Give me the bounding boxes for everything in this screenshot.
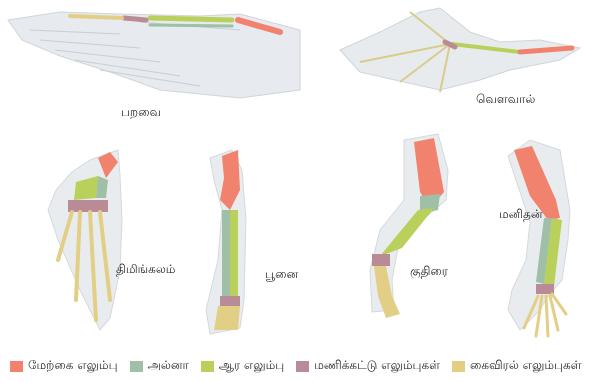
human-carpal-bones [536,284,554,294]
human-label: மனிதன் [499,207,542,223]
legend-swatch-radius [201,361,214,372]
bat-label: வௌவால் [476,92,535,108]
bird-wing [8,12,300,98]
legend-swatch-phalanges [452,361,465,372]
legend-item-humerus: மேற்கை எலும்பு [10,358,118,374]
bird-carpal-bone [124,18,146,20]
cat-ulna-bone [222,210,230,296]
human-arm [508,140,570,336]
bird-ulna-bone [150,25,232,26]
whale-carpal-bones [68,200,108,212]
whale-label: திமிங்கலம் [116,262,175,278]
legend-item-ulna: அல்னா [130,358,189,374]
legend: மேற்கை எலும்பு அல்னா ஆர எலும்பு மணிக்கட்… [10,357,600,375]
legend-label-ulna: அல்னா [148,358,189,374]
whale-flipper-outline [48,150,122,330]
bird-label: பறவை [121,105,161,121]
legend-label-humerus: மேற்கை எலும்பு [28,358,118,374]
horse-limb [370,134,448,318]
legend-swatch-humerus [10,361,23,372]
bird-radius-bone [150,18,232,20]
horse-label: குதிரை [410,264,448,280]
legend-swatch-carpals [296,361,309,372]
cat-limb [206,150,246,334]
cat-phalanges [214,306,240,330]
cat-carpal-bones [220,296,240,306]
legend-swatch-ulna [130,361,143,372]
whale-flipper [48,150,122,330]
legend-label-phalanges: கைவிரல் எலும்புகள் [470,358,581,374]
bird-phalanx-bone [70,16,122,18]
legend-item-phalanges: கைவிரல் எலும்புகள் [452,358,581,374]
legend-item-radius: ஆர எலும்பு [201,358,285,374]
bat-wing [340,8,580,92]
horse-carpal-bones [372,254,390,266]
legend-label-radius: ஆர எலும்பு [219,358,285,374]
legend-item-carpals: மணிக்கட்டு எலும்புகள் [296,358,440,374]
cat-label: பூனை [265,267,298,283]
whale-ulna-bone [96,176,108,198]
legend-label-carpals: மணிக்கட்டு எலும்புகள் [314,358,440,374]
